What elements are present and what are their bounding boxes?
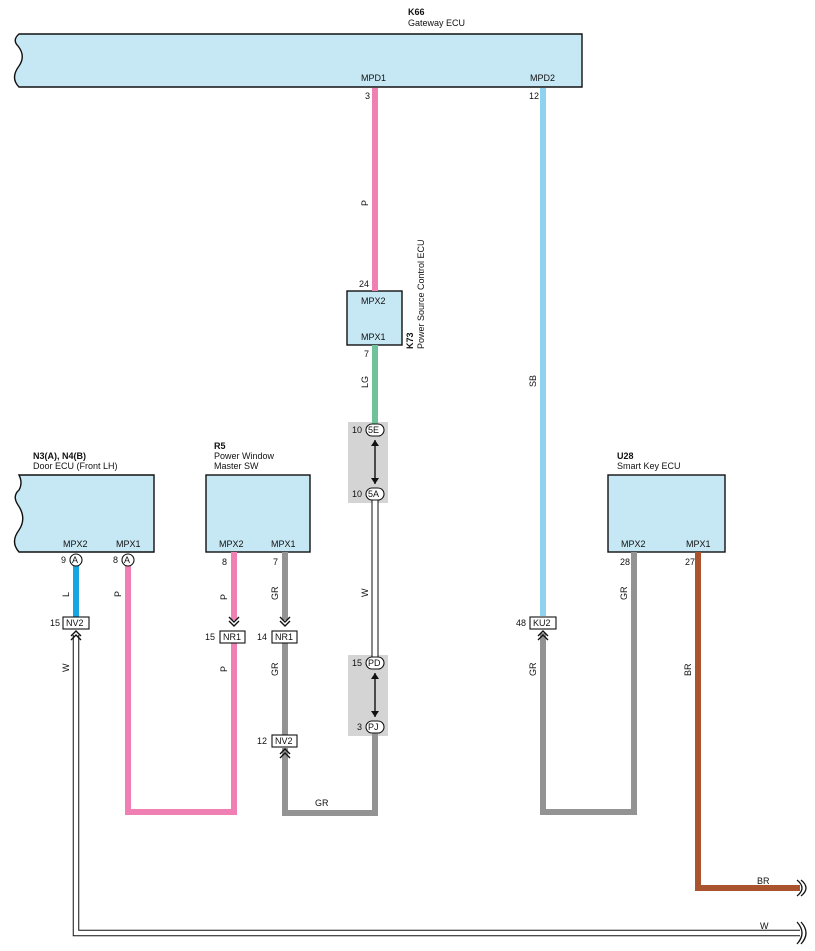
wire-label-pw-bottom: GR	[315, 798, 329, 808]
wire-label-junction: W	[360, 588, 370, 597]
break-mark-w	[796, 921, 803, 945]
door-ecu-name: Door ECU (Front LH)	[33, 461, 118, 471]
door-ecu-code: N3(A), N4(B)	[33, 451, 86, 461]
gateway-pin-mpd2-num: 12	[529, 91, 539, 101]
connector-pd-label: PD	[368, 658, 381, 668]
smart-key-ecu-box	[607, 474, 726, 553]
gateway-pin-mpd1-num: 3	[365, 91, 370, 101]
power-source-pin-mpx2: MPX2	[361, 296, 386, 306]
connector-nv2-door	[62, 616, 90, 630]
wire-label-ku2: GR	[528, 662, 538, 676]
connector-pj-label: PJ	[368, 722, 379, 732]
wire-label-door-w: W	[61, 663, 71, 672]
connector-5a	[365, 487, 385, 501]
smart-key-pin-mpx2: MPX2	[621, 539, 646, 549]
power-source-ecu-box	[346, 290, 403, 346]
connector-nv2-lower-chevron	[279, 748, 291, 759]
connector-nv2-door-pin: 15	[50, 618, 60, 628]
connector-pj-pin: 3	[357, 722, 362, 732]
power-source-pin-mpx1: MPX1	[361, 332, 386, 342]
power-window-name-line2: Master SW	[214, 461, 259, 471]
door-connector-a-mpx1-label: A	[124, 555, 130, 565]
wire-label-sk-mpx2: GR	[619, 586, 629, 600]
power-window-switch-box	[205, 474, 311, 553]
smart-key-pin-mpx1-num: 27	[685, 557, 695, 567]
wire-label-br-out: BR	[757, 876, 770, 886]
smart-key-ecu-name: Smart Key ECU	[617, 461, 681, 471]
connector-nr1-b-pin: 14	[257, 632, 267, 642]
wire-gr-bottom	[282, 733, 378, 816]
wire-label-w-out: W	[760, 921, 769, 931]
connector-ku2	[529, 616, 557, 630]
connector-nr1-a	[219, 630, 246, 644]
gateway-ecu-code: K66	[408, 7, 425, 17]
gateway-ecu-name: Gateway ECU	[408, 18, 465, 28]
connector-nv2-lower-label: NV2	[275, 736, 293, 746]
power-source-ecu-name: Power Source Control ECU	[416, 239, 426, 349]
connector-nr1-a-label: NR1	[223, 632, 241, 642]
connector-pj	[365, 720, 385, 734]
connector-nr1-a-pin: 15	[205, 632, 215, 642]
connector-nv2-door-label: NV2	[66, 618, 84, 628]
door-connector-a-mpx2	[69, 553, 83, 567]
connector-nv2-lower-pin: 12	[257, 736, 267, 746]
wire-label-door-mpx2: L	[61, 592, 71, 597]
connector-nr1-b-label: NR1	[275, 632, 293, 642]
power-window-pin-mpx2-num: 8	[222, 557, 227, 567]
connector-pd	[365, 656, 385, 670]
connector-nr1-b	[271, 630, 298, 644]
wire-label-pw-mpx2-upper: P	[219, 594, 229, 600]
door-ecu-box	[13, 474, 155, 553]
door-connector-a-mpx2-label: A	[72, 555, 78, 565]
break-mark-br	[796, 879, 803, 897]
door-connector-a-mpx1	[121, 553, 135, 567]
connector-nv2-door-chevron	[70, 630, 82, 641]
power-window-code: R5	[214, 441, 226, 451]
wire-label-pw-mpx1-upper: GR	[270, 586, 280, 600]
wire-door-mpx1	[125, 566, 237, 815]
wire-door-w	[72, 635, 800, 937]
power-window-pin-mpx1: MPX1	[271, 539, 296, 549]
gateway-pin-mpd1: MPD1	[361, 73, 386, 83]
smart-key-pin-mpx1: MPX1	[686, 539, 711, 549]
power-window-name-line1: Power Window	[214, 451, 275, 461]
connector-ku2-pin: 48	[516, 618, 526, 628]
connector-nr1-a-chevron	[228, 616, 240, 627]
connector-5a-label: 5A	[368, 489, 379, 499]
smart-key-pin-mpx2-num: 28	[620, 557, 630, 567]
connector-5e-label: 5E	[368, 425, 379, 435]
wire-ku2-gr	[540, 552, 637, 815]
connector-ku2-chevron	[537, 630, 549, 641]
wire-label-mpd1: P	[360, 200, 370, 206]
gateway-ecu-box	[13, 33, 583, 88]
connector-5e-pin: 10	[352, 425, 362, 435]
connector-pd-pin: 15	[352, 658, 362, 668]
power-window-pin-mpx2: MPX2	[219, 539, 244, 549]
connector-nr1-b-chevron	[279, 616, 291, 627]
gateway-pin-mpd2: MPD2	[530, 73, 555, 83]
power-window-pin-mpx1-num: 7	[273, 557, 278, 567]
wire-label-pw-mpx1-lower: GR	[270, 662, 280, 676]
wire-label-sk-mpx1: BR	[683, 663, 693, 676]
wire-label-door-mpx1: P	[113, 591, 123, 597]
connector-5e	[365, 423, 385, 437]
door-ecu-pin-mpx2: MPX2	[63, 539, 88, 549]
power-source-ecu-code: K73	[405, 332, 415, 349]
power-source-pin-mpx1-num: 7	[364, 349, 369, 359]
wire-label-k73-mpx1: LG	[360, 376, 370, 388]
power-source-pin-mpx2-num: 24	[359, 279, 369, 289]
wire-label-pw-mpx2-lower: P	[219, 666, 229, 672]
connector-ku2-label: KU2	[533, 618, 551, 628]
connector-5a-pin: 10	[352, 489, 362, 499]
smart-key-ecu-code: U28	[617, 451, 634, 461]
door-ecu-pin-mpx1: MPX1	[116, 539, 141, 549]
door-pin-mpx2-num: 9	[61, 555, 66, 565]
wire-sk-mpx1	[695, 552, 800, 891]
wire-label-mpd2: SB	[528, 375, 538, 387]
door-pin-mpx1-num: 8	[113, 555, 118, 565]
connector-nv2-lower	[271, 734, 298, 748]
